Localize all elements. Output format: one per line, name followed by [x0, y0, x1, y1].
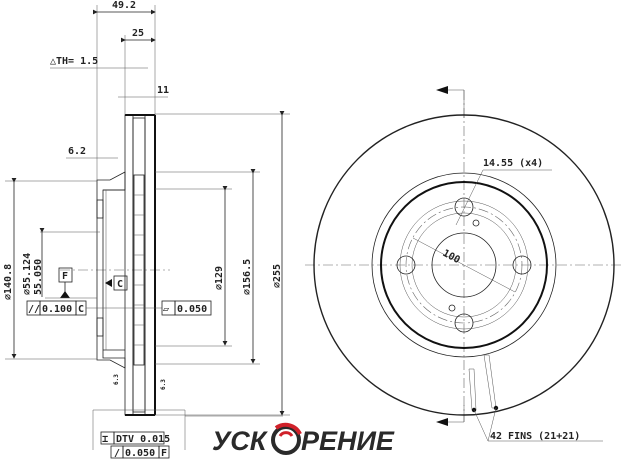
dimensions: 49.2 25 △TH= 1.5 11 6.2 ∅140.8 ∅55.124 5…: [3, 0, 290, 416]
stud-hole: [96, 317, 104, 337]
dim-bolt-hole: 14.55 (x4): [483, 158, 543, 169]
dim-braking-diameter: ∅156.5: [242, 259, 253, 295]
stud-hole: [96, 199, 104, 219]
outer-edge: [313, 114, 615, 416]
dim-thickness-variation: △TH= 1.5: [50, 56, 98, 67]
front-view: 100 14.55 (x4) 42 FINS (21+21): [305, 86, 621, 442]
runout-symbol: /: [114, 448, 120, 459]
inboard-plate: [124, 114, 134, 416]
brand-logo: УСК РЕНИЕ: [212, 422, 395, 456]
tolerances: F C // 0.100 C ▱ 0.050 6.3 6.3 ⌶ DTV 0.0…: [26, 267, 283, 459]
logo-text-right: РЕНИЕ: [301, 426, 395, 456]
dim-overall-width: 49.2: [112, 0, 136, 11]
vent-channel: [132, 117, 146, 413]
dim-outer-diameter: ∅255: [272, 264, 283, 288]
bolt-holes: [396, 197, 532, 333]
surface-finish: 6.3: [160, 379, 167, 390]
dim-vent-width: 11: [157, 85, 169, 96]
dim-bore-min: 55.050: [33, 259, 44, 295]
dim-hat-thickness: 6.2: [68, 146, 86, 157]
section-arrow: [436, 86, 448, 94]
datum-c: C: [117, 279, 123, 290]
fins: [133, 174, 145, 366]
runout-datum: F: [161, 448, 167, 459]
surface-finish: 6.3: [113, 374, 120, 385]
outboard-plate: [144, 114, 156, 416]
dim-bore-max: ∅55.124: [22, 253, 33, 295]
dim-inner-diameter: ∅129: [214, 266, 225, 290]
flatness-symbol: ▱: [163, 304, 169, 315]
dtv-value: DTV 0.015: [116, 434, 170, 445]
dim-hat-diameter: ∅140.8: [3, 264, 14, 300]
section-arrow: [436, 418, 448, 426]
section-view: [60, 114, 170, 416]
logo-text-left: УСК: [212, 426, 269, 456]
parallelism-datum: C: [78, 304, 84, 315]
flatness-value: 0.050: [177, 304, 207, 315]
parallelism-value: 0.100: [42, 304, 72, 315]
datum-f: F: [62, 271, 68, 282]
dim-disc-thickness: 25: [132, 28, 144, 39]
dim-fins: 42 FINS (21+21): [490, 431, 580, 442]
dtv-symbol: ⌶: [102, 434, 108, 445]
dim-pcd: 100: [441, 248, 462, 266]
logo-swirl-icon: [271, 422, 302, 455]
center-bore: [431, 232, 497, 298]
parallelism-symbol: //: [28, 304, 40, 315]
runout-value: 0.050: [125, 448, 155, 459]
hat-edge: [380, 181, 548, 349]
